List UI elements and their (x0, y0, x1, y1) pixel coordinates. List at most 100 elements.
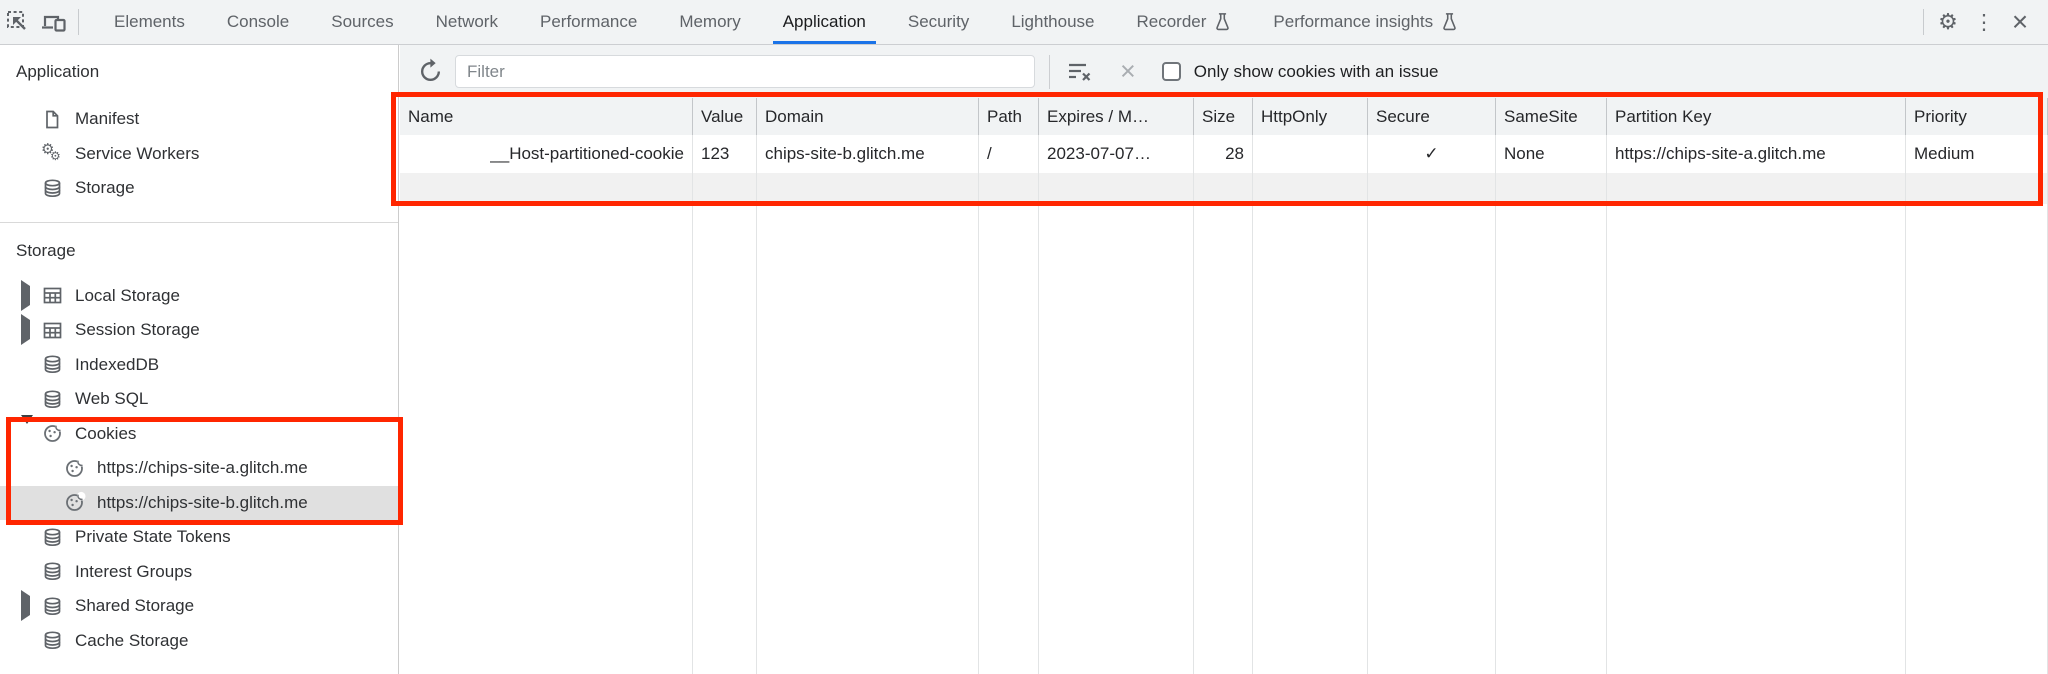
column-header-samesite[interactable]: SameSite (1496, 98, 1607, 135)
empty-cell (757, 204, 979, 674)
sidebar-item-label: https://chips-site-b.glitch.me (97, 492, 308, 512)
chevron-down-icon[interactable] (21, 414, 33, 444)
empty-cell (1368, 173, 1496, 204)
cell-httponly[interactable] (1253, 135, 1368, 173)
empty-cell (1039, 173, 1194, 204)
clear-filter-icon[interactable] (1062, 55, 1096, 89)
cell-name[interactable]: __Host-partitioned-cookie (400, 135, 693, 173)
tab-label: Recorder (1136, 12, 1207, 31)
experiment-flask-icon (1441, 12, 1458, 32)
empty-cell (693, 173, 757, 204)
column-header-secure[interactable]: Secure (1368, 98, 1496, 135)
column-header-size[interactable]: Size (1194, 98, 1253, 135)
tab-label: Console (226, 12, 290, 31)
sidebar-item-manifest[interactable]: Manifest (0, 102, 398, 137)
cookie-icon (62, 456, 86, 480)
more-menu-icon[interactable]: ⋮ (1973, 10, 1995, 34)
empty-cell (1607, 204, 1906, 674)
sidebar-item-web-sql[interactable]: Web SQL (0, 382, 398, 417)
column-header-name[interactable]: Name (400, 98, 693, 135)
inspect-cursor-icon[interactable] (0, 4, 36, 40)
sidebar-item-https-chips-site-a-glitch-me[interactable]: https://chips-site-a.glitch.me (0, 451, 398, 486)
sidebar-item-label: Session Storage (75, 320, 200, 340)
tab-label: Performance (539, 12, 638, 31)
close-icon[interactable]: × (2011, 6, 2029, 37)
sidebar-item-private-state-tokens[interactable]: Private State Tokens (0, 520, 398, 555)
chevron-right-icon[interactable] (21, 314, 30, 346)
settings-gear-icon[interactable]: ⚙ (1938, 9, 1958, 34)
sidebar-item-cookies[interactable]: Cookies (0, 414, 398, 452)
column-header-expires-m[interactable]: Expires / M… (1039, 98, 1194, 135)
sidebar-item-storage[interactable]: Storage (0, 171, 398, 206)
column-header-partition-key[interactable]: Partition Key (1607, 98, 1906, 135)
empty-cell (1039, 204, 1194, 674)
column-header-value[interactable]: Value (693, 98, 757, 135)
database-icon (40, 594, 64, 618)
tab-security[interactable]: Security (887, 0, 990, 44)
sidebar-section-title: Storage (16, 240, 76, 260)
sidebar-item-indexeddb[interactable]: IndexedDB (0, 348, 398, 383)
chevron-right-icon[interactable] (21, 590, 30, 622)
filter-input[interactable] (455, 55, 1035, 88)
sidebar-item-local-storage[interactable]: Local Storage (0, 279, 398, 314)
empty-cell (1496, 173, 1607, 204)
tab-recorder[interactable]: Recorder (1116, 0, 1253, 44)
delete-cookie-icon[interactable]: × (1120, 56, 1136, 86)
cell-secure[interactable]: ✓ (1368, 135, 1496, 173)
column-header-path[interactable]: Path (979, 98, 1039, 135)
issue-filter-label: Only show cookies with an issue (1193, 61, 1439, 81)
tab-elements[interactable]: Elements (93, 0, 206, 44)
empty-cell (400, 173, 693, 204)
tab-application[interactable]: Application (762, 0, 887, 44)
tab-performance[interactable]: Performance (519, 0, 658, 44)
tab-label: Security (907, 12, 970, 31)
empty-cell (1496, 204, 1607, 674)
cell-path[interactable]: / (979, 135, 1039, 173)
toolbar-right-group: ⚙ ⋮ × (1917, 4, 2048, 40)
empty-cell (979, 173, 1039, 204)
tab-network[interactable]: Network (415, 0, 519, 44)
gears-icon: ⚙⚙ (41, 140, 61, 163)
cell-value[interactable]: 123 (693, 135, 757, 173)
cell-samesite[interactable]: None (1496, 135, 1607, 173)
cell-size[interactable]: 28 (1194, 135, 1253, 173)
empty-cell (693, 204, 757, 674)
cell-expires-m[interactable]: 2023-07-07… (1039, 135, 1194, 173)
sidebar-item-cache-storage[interactable]: Cache Storage (0, 624, 398, 659)
sidebar-item-service-workers[interactable]: ⚙⚙Service Workers (0, 137, 398, 172)
sidebar-item-interest-groups[interactable]: Interest Groups (0, 555, 398, 590)
issue-filter-checkbox[interactable] (1161, 62, 1181, 81)
refresh-icon[interactable] (413, 55, 447, 89)
device-toolbar-icon[interactable] (36, 4, 72, 40)
cell-domain[interactable]: chips-site-b.glitch.me (757, 135, 979, 173)
cookie-icon (40, 422, 64, 446)
cell-priority[interactable]: Medium (1906, 135, 2048, 173)
sidebar-item-label: Cookies (75, 423, 137, 443)
cell-partition-key[interactable]: https://chips-site-a.glitch.me (1607, 135, 1906, 173)
sidebar-divider (0, 221, 398, 223)
tab-performance-insights[interactable]: Performance insights (1252, 0, 1479, 44)
column-header-priority[interactable]: Priority (1906, 98, 2048, 135)
experiment-flask-icon (1214, 12, 1231, 32)
empty-cell (979, 204, 1039, 674)
empty-cell (1253, 173, 1368, 204)
tab-lighthouse[interactable]: Lighthouse (990, 0, 1115, 44)
database-icon (40, 353, 64, 377)
chevron-right-icon[interactable] (21, 279, 30, 311)
sidebar-panel-title: Application (16, 62, 100, 81)
sidebar-item-shared-storage[interactable]: Shared Storage (0, 589, 398, 624)
file-icon (40, 107, 64, 131)
tab-label: Performance insights (1273, 12, 1434, 31)
tab-memory[interactable]: Memory (658, 0, 761, 44)
sidebar-item-session-storage[interactable]: Session Storage (0, 313, 398, 348)
column-header-httponly[interactable]: HttpOnly (1253, 98, 1368, 135)
grid-icon (40, 284, 64, 308)
tab-sources[interactable]: Sources (310, 0, 414, 44)
sidebar-item-https-chips-site-b-glitch-me[interactable]: https://chips-site-b.glitch.me (0, 485, 398, 520)
column-header-domain[interactable]: Domain (757, 98, 979, 135)
tab-console[interactable]: Console (206, 0, 310, 44)
